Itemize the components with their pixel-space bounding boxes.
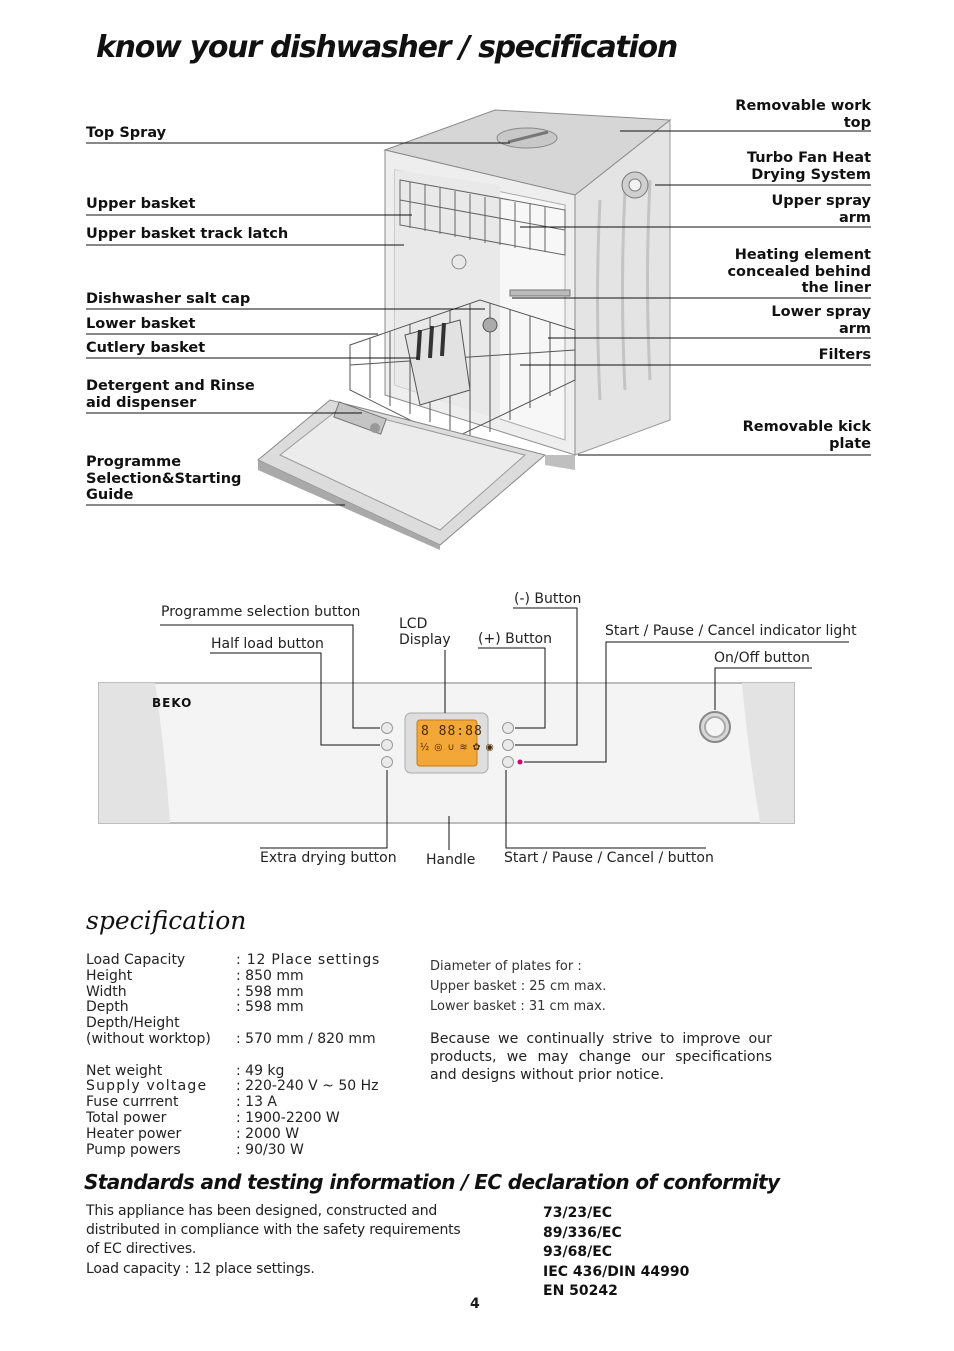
- spec-label: Depth/Height: [86, 1015, 180, 1031]
- label-programme-selection-button: Programme selection button: [161, 604, 361, 620]
- page-title: know your dishwasher / specification: [96, 30, 678, 65]
- standards-text: This appliance has been designed, constr…: [86, 1202, 461, 1279]
- lcd-icons: ½ ◎ ∪ ≋ ✿ ◉: [420, 742, 495, 753]
- dishwasher-diagram: [86, 109, 871, 550]
- standards-line: Load capacity : 12 place settings.: [86, 1260, 315, 1277]
- label-handle: Handle: [426, 852, 476, 868]
- label-kick-plate: Removable kick plate: [742, 419, 871, 452]
- label-programme-guide: Programme Selection&Starting Guide: [86, 454, 242, 503]
- spec-value: : 90/30 W: [236, 1142, 304, 1158]
- label-half-load-button: Half load button: [211, 636, 324, 652]
- spec-value: : 598 mm: [236, 999, 304, 1015]
- spec-label: (without worktop): [86, 1031, 211, 1047]
- spec-label: Supply voltage: [86, 1078, 208, 1094]
- label-upper-basket-track-latch: Upper basket track latch: [86, 226, 289, 242]
- spec-notice: Because we continually strive to improve…: [430, 1031, 772, 1083]
- standard-code: EN 50242: [543, 1283, 618, 1299]
- spec-value: : 598 mm: [236, 984, 304, 1000]
- spec-value: : 570 mm / 820 mm: [236, 1031, 376, 1047]
- lower-basket-plate-size: Lower basket : 31 cm max.: [430, 999, 606, 1014]
- spec-label: Total power: [86, 1110, 167, 1126]
- label-plus-button: (+) Button: [478, 631, 552, 647]
- brand-logo: BEKO: [152, 696, 193, 710]
- control-panel-diagram: [98, 607, 849, 850]
- plates-heading: Diameter of plates for :: [430, 959, 582, 974]
- standard-code: 89/336/EC: [543, 1224, 622, 1241]
- spec-label: Height: [86, 968, 133, 984]
- spec-label: Depth: [86, 999, 129, 1015]
- standards-line: of EC directives.: [86, 1241, 197, 1258]
- spec-value: : 49 kg: [236, 1063, 285, 1079]
- spec-value: : 220-240 V ~ 50 Hz: [236, 1078, 379, 1094]
- spec-label: Net weight: [86, 1063, 163, 1079]
- lcd-digits: 8 88:88: [421, 724, 483, 739]
- label-cutlery-basket: Cutlery basket: [86, 340, 206, 356]
- page-number: 4: [470, 1296, 480, 1312]
- label-removable-work-top: Removable work top: [735, 98, 871, 131]
- standards-codes: 73/23/EC 89/336/EC 93/68/EC IEC 436/DIN …: [543, 1204, 689, 1302]
- label-start-indicator-light: Start / Pause / Cancel indicator light: [605, 623, 857, 639]
- spec-label: Heater power: [86, 1126, 182, 1142]
- spec-label: Load Capacity: [86, 952, 186, 968]
- label-lcd-display: LCD Display: [399, 616, 451, 648]
- spec-label: Width: [86, 984, 127, 1000]
- standards-line: distributed in compliance with the safet…: [86, 1222, 461, 1239]
- label-detergent-dispenser: Detergent and Rinse aid dispenser: [86, 378, 255, 411]
- spec-value: : 1900-2200 W: [236, 1110, 340, 1126]
- label-top-spray: Top Spray: [86, 125, 167, 141]
- label-extra-drying-button: Extra drying button: [260, 850, 397, 866]
- spec-value: : 12 Place settings: [236, 952, 381, 968]
- spec-value: : 13 A: [236, 1094, 278, 1110]
- label-filters: Filters: [818, 347, 871, 363]
- standard-code: 73/23/EC: [543, 1205, 613, 1221]
- upper-basket-plate-size: Upper basket : 25 cm max.: [430, 979, 607, 994]
- spec-label: Pump powers: [86, 1142, 181, 1158]
- label-upper-spray-arm: Upper spray arm: [771, 193, 871, 226]
- label-heating-element: Heating element concealed behind the lin…: [727, 247, 871, 296]
- specification-heading: specification: [86, 906, 247, 935]
- label-minus-button: (-) Button: [514, 591, 582, 607]
- spec-value: : 850 mm: [236, 968, 304, 984]
- spec-label: Fuse currrent: [86, 1094, 179, 1110]
- label-start-button: Start / Pause / Cancel / button: [504, 850, 714, 866]
- standard-code: 93/68/EC: [543, 1244, 613, 1260]
- standard-code: IEC 436/DIN 44990: [543, 1263, 690, 1280]
- label-lower-basket: Lower basket: [86, 316, 196, 332]
- label-onoff-button: On/Off button: [714, 650, 810, 666]
- label-turbo-fan: Turbo Fan Heat Drying System: [746, 150, 871, 183]
- spec-value: : 2000 W: [236, 1126, 300, 1142]
- label-upper-basket: Upper basket: [86, 196, 196, 212]
- standards-line: This appliance has been designed, constr…: [86, 1203, 438, 1219]
- standards-heading: Standards and testing information / EC d…: [84, 1170, 780, 1194]
- label-salt-cap: Dishwasher salt cap: [86, 291, 251, 307]
- label-lower-spray-arm: Lower spray arm: [771, 304, 871, 337]
